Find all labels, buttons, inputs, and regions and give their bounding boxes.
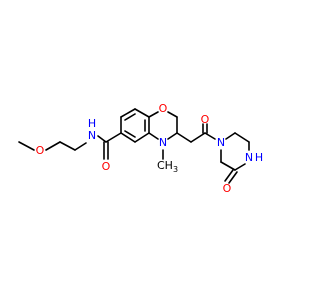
- bond-ch2-co: [190, 132, 206, 143]
- bond-lactam-o-1: [224, 169, 234, 182]
- bond-n-c-amide: [97, 135, 107, 143]
- atom-labels: O N H O O N CH3 O N N H O: [36, 102, 263, 195]
- bond-ch2-ch2: [59, 141, 76, 151]
- bond-pip-1: [225, 132, 236, 140]
- bond-ar-inner-1: [124, 113, 136, 121]
- bond-c-amide-ring: [105, 132, 122, 143]
- atom-n-piperazine-1: N: [217, 136, 225, 149]
- atom-n-ring: N: [159, 136, 167, 149]
- bond-ar-o: [148, 111, 159, 118]
- atom-n-piperazine-4: N: [245, 151, 253, 164]
- bond-ar-5: [134, 132, 150, 143]
- bond-ar-3: [134, 108, 150, 118]
- bond-o-ch2: [45, 141, 61, 151]
- bond-ar-2: [120, 108, 136, 118]
- bond-pip-2: [234, 132, 250, 143]
- atom-o-lactam: O: [223, 182, 232, 195]
- atom-o-carbonyl-left: O: [102, 160, 111, 173]
- bond-pip-4: [234, 163, 246, 171]
- bond-ch-ch2: [176, 132, 192, 143]
- atom-o-methoxy: O: [36, 144, 45, 157]
- atom-o-ketone: O: [201, 113, 210, 126]
- bond-ch2-n: [74, 142, 87, 151]
- bond-pip-5: [220, 161, 236, 171]
- atom-h-amide: H: [88, 117, 96, 130]
- bond-o-ch2-ring: [167, 111, 178, 118]
- bond-n-ar: [148, 132, 159, 140]
- atom-o-ring: O: [159, 102, 168, 115]
- molecule-structure: O N H O O N CH3 O N N H O: [18, 102, 263, 195]
- bond-co-n: [204, 132, 216, 140]
- atom-methyl: CH3: [157, 159, 178, 174]
- bond-methyl-o: [18, 141, 35, 151]
- atom-n-amide: N: [88, 129, 96, 142]
- atom-h-piperazine: H: [255, 151, 263, 164]
- atom-methyl-subscript: 3: [173, 165, 178, 174]
- bond-ch-n-ring: [167, 132, 178, 140]
- bond-ar-inner-3: [124, 130, 136, 138]
- bond-ar-6: [120, 132, 136, 143]
- bond-lactam-o-2: [228, 171, 238, 184]
- bonds: [18, 108, 250, 184]
